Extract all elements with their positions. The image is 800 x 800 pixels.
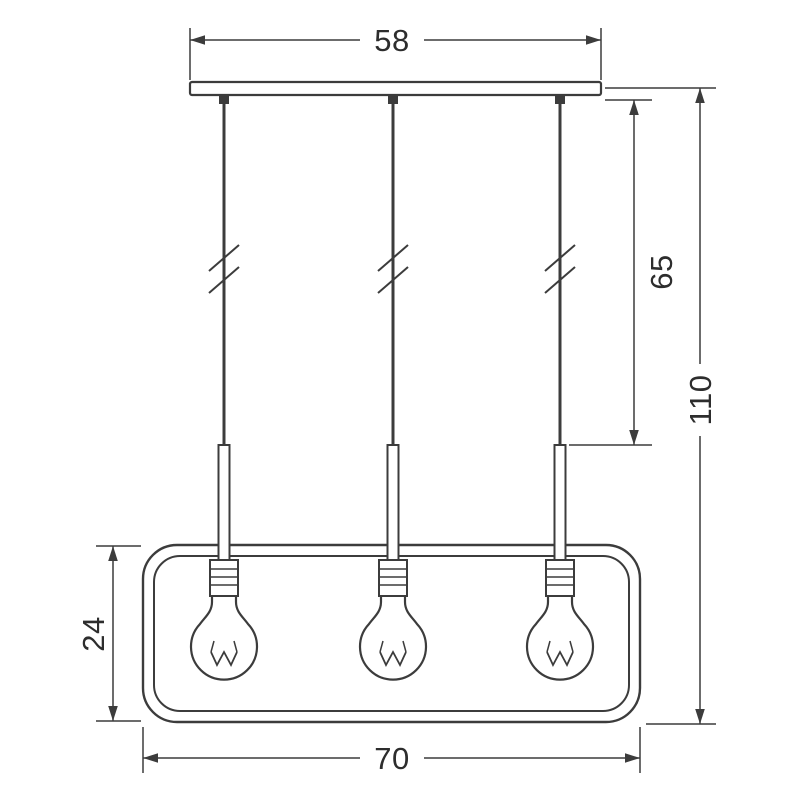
dimension-label-total-height: 110 [683, 375, 718, 426]
dimension-label-drop-length: 65 [644, 254, 679, 289]
arrowhead-icon [629, 430, 639, 445]
arrowhead-icon [586, 35, 601, 45]
arrowhead-icon [695, 88, 705, 103]
dimension-shade-width: 70 [142, 727, 641, 776]
label-backing [360, 742, 424, 774]
dimension-label-canopy-width: 58 [374, 23, 409, 58]
label-backing [360, 24, 424, 56]
arrowhead-icon [190, 35, 205, 45]
arrowhead-icon [625, 753, 640, 763]
dimension-label-shade-height: 24 [76, 616, 111, 651]
arrowhead-icon [695, 709, 705, 724]
dimension-canopy-width: 58 [189, 23, 602, 80]
dimension-shade-height: 24 [76, 545, 141, 722]
dimension-label-shade-width: 70 [374, 741, 409, 776]
dimension-total-height: 110 [605, 87, 718, 725]
ceiling-canopy [188, 80, 603, 97]
label-backing [684, 364, 716, 436]
arrowhead-icon [143, 753, 158, 763]
canopy-plate [188, 80, 603, 97]
arrowhead-icon [629, 100, 639, 115]
dimension-drop-length: 65 [569, 99, 679, 446]
arrowhead-icon [108, 706, 118, 721]
arrowhead-icon [108, 546, 118, 561]
